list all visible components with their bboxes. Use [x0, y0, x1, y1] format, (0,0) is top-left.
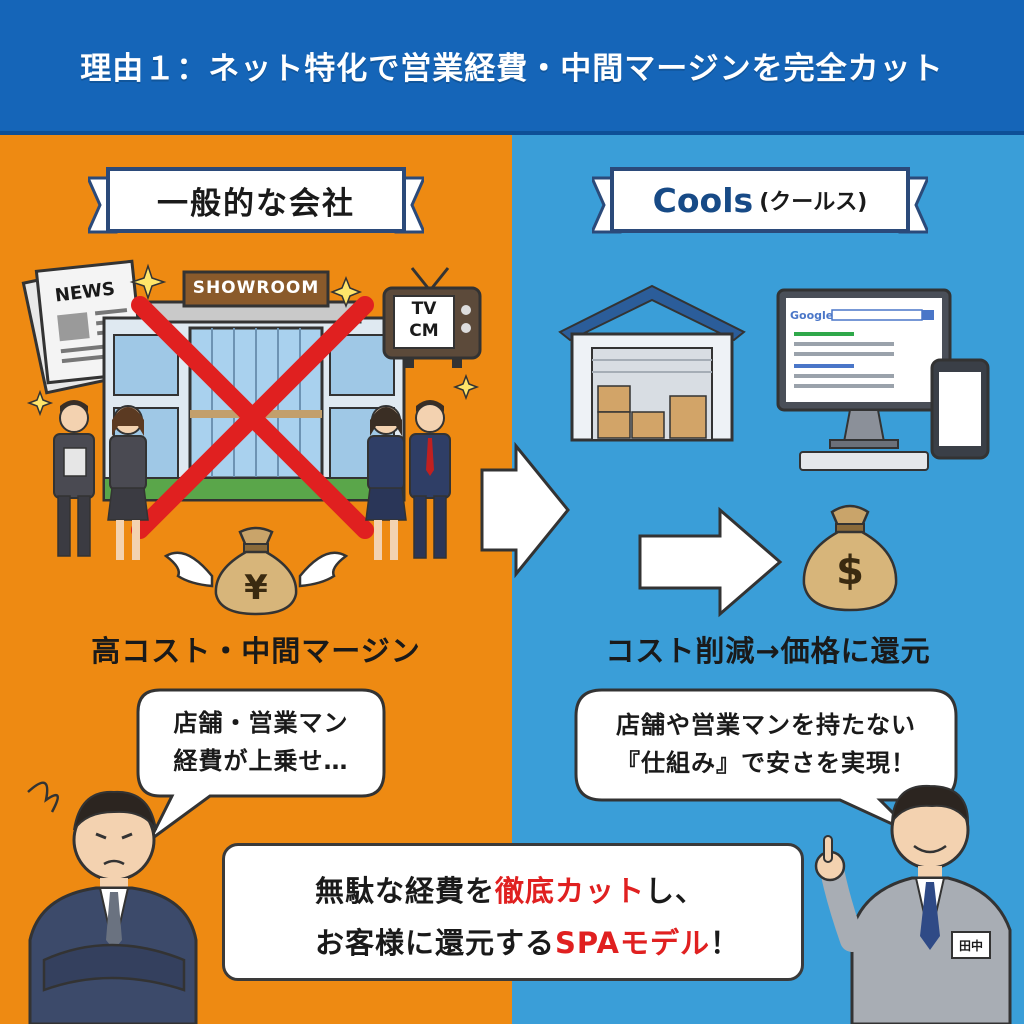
summary-line2-highlight: SPAモデル [555, 926, 710, 960]
search-engine-logo: Google [790, 309, 834, 322]
right-banner: Cools (クールス) [592, 166, 928, 244]
yen-symbol: ¥ [244, 568, 268, 608]
ribbon-shape [592, 167, 928, 234]
summary-box: 無駄な経費を徹底カットし、 お客様に還元するSPAモデル！ [222, 843, 804, 981]
arrow-right-icon [638, 506, 783, 618]
right-banner-kana: (クールス) [759, 190, 868, 215]
smartphone-icon [930, 358, 990, 460]
warehouse-icon [558, 284, 746, 442]
right-bubble-line2: 『仕組み』で安さを実現！ [616, 749, 916, 777]
tv-label-line2: CM [409, 321, 439, 341]
ribbon-shape [88, 167, 424, 234]
page-title: 理由１：ネット特化で営業経費・中間マージンを完全カット [80, 51, 944, 87]
summary-line1-text: 無駄な経費を [315, 874, 496, 908]
cross-mark-icon [131, 296, 374, 539]
speech-bubble-left [136, 688, 386, 842]
right-banner-brand: Cools [652, 180, 754, 220]
left-bubble-line1: 店舗・営業マン [173, 709, 349, 737]
staff-person-icon [365, 405, 407, 560]
right-bubble-line1: 店舗や営業マンを持たない [616, 711, 916, 739]
tv-icon [382, 267, 482, 368]
dollar-symbol: $ [836, 548, 864, 594]
left-banner: 一般的な会社 [88, 166, 424, 244]
showroom-sign: SHOWROOM [192, 278, 320, 298]
summary-line1: 無駄な経費を徹底カットし、 [315, 868, 705, 910]
summary-line2-text: お客様に還元する [315, 926, 556, 960]
staff-person-icon [53, 400, 95, 557]
staff-person-icon [409, 400, 451, 559]
tv-label-line1: TV [411, 299, 437, 319]
left-banner-label: 一般的な会社 [157, 185, 355, 222]
staff-person-icon [107, 405, 149, 560]
money-bag-icon [802, 504, 898, 612]
pointing-businessman-icon [814, 784, 1012, 1024]
sparkle-icon [26, 263, 480, 417]
left-bubble-line2: 経費が上乗せ… [173, 747, 349, 775]
summary-line1-highlight: 徹底カット [495, 874, 646, 908]
flying-money-bag-icon [163, 526, 349, 616]
arrow-right-icon [480, 441, 570, 579]
header-bar: 理由１：ネット特化で営業経費・中間マージンを完全カット [0, 0, 1024, 135]
right-caption: コスト削減→価格に還元 [605, 634, 931, 668]
desktop-computer-icon [776, 288, 952, 471]
left-caption: 高コスト・中間マージン [91, 634, 421, 668]
summary-line2: お客様に還元するSPAモデル！ [315, 920, 740, 962]
worried-businessman-icon [27, 781, 198, 1024]
summary-line1-end: し、 [645, 874, 706, 908]
summary-line2-end: ！ [709, 926, 740, 960]
name-tag: 田中 [958, 939, 983, 953]
